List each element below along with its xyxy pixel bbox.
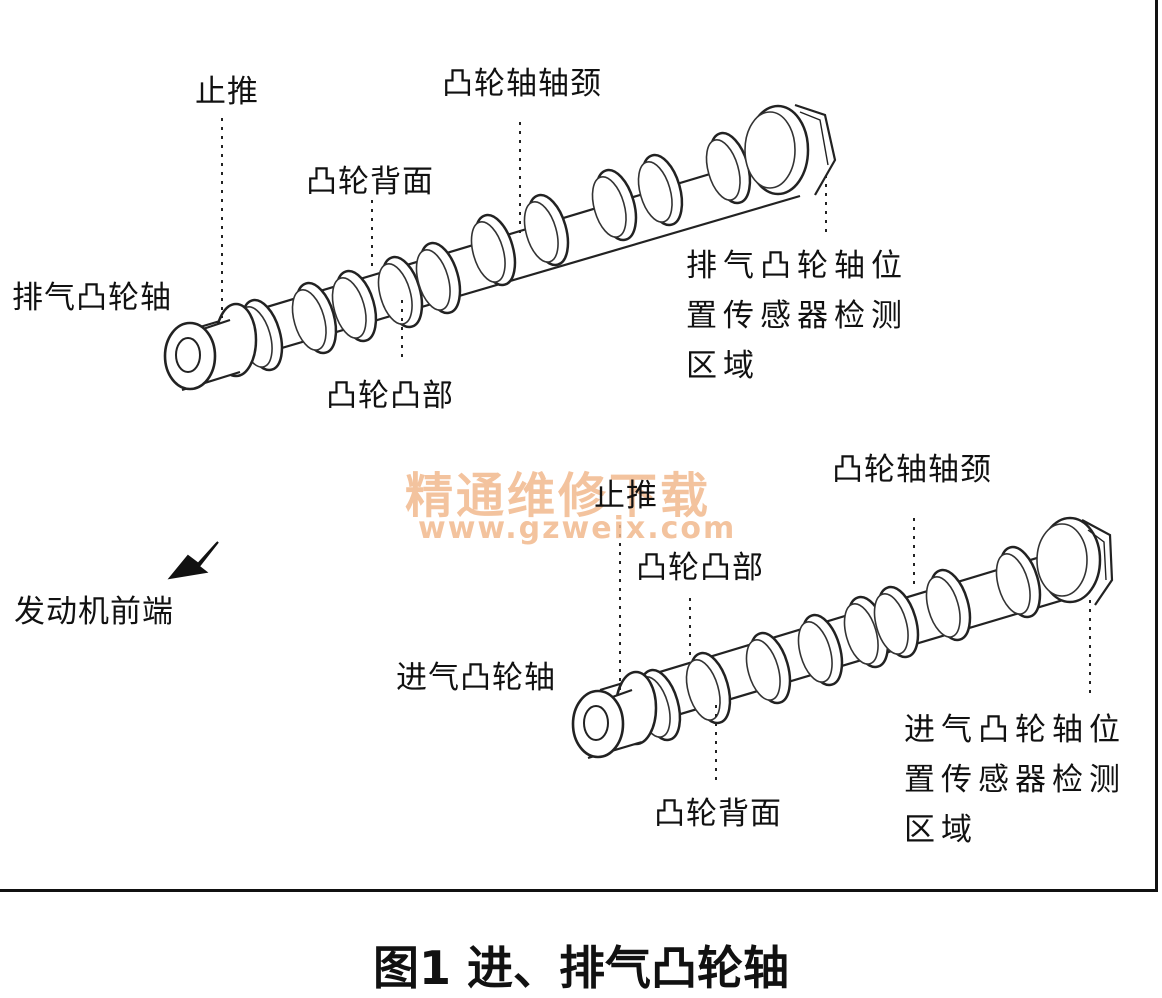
exhaust-cam-back-label: 凸轮背面: [306, 164, 434, 200]
exhaust-thrust-label: 止推: [195, 74, 259, 110]
exhaust-journal-label: 凸轮轴轴颈: [442, 66, 602, 102]
intake-journal-label: 凸轮轴轴颈: [832, 452, 992, 488]
watermark-title: 精通维修下载: [405, 468, 712, 524]
intake-sensor-area-line1: 进气凸轮轴位: [904, 712, 1126, 748]
exhaust-sensor-area-line3: 区域: [686, 348, 760, 384]
intake-thrust-label: 止推: [594, 478, 658, 514]
arrow-icon: [167, 541, 219, 580]
intake-cam-lobe-label: 凸轮凸部: [636, 550, 764, 586]
exhaust-camshaft: [163, 103, 837, 392]
figure-frame: [0, 0, 1158, 892]
intake-sensor-area-line2: 置传感器检测: [904, 762, 1126, 798]
intake-lobe: [677, 647, 739, 730]
intake-lobe: [737, 627, 799, 710]
exhaust-cam-lobe-label: 凸轮凸部: [326, 378, 454, 414]
exhaust-camshaft-label: 排气凸轮轴: [12, 280, 172, 316]
leader-lines: [221, 118, 1091, 785]
exhaust-sensor-area-line2: 置传感器检测: [686, 298, 908, 334]
figure-caption: 图1 进、排气凸轮轴: [372, 941, 790, 995]
intake-camshaft: [571, 516, 1114, 760]
intake-cam-back-label: 凸轮背面: [654, 796, 782, 832]
watermark-url: www.gzweix.com: [418, 511, 737, 546]
exhaust-lobe: [515, 189, 577, 272]
intake-sensor-area-line3: 区域: [904, 812, 978, 848]
exhaust-sensor-area-line1: 排气凸轮轴位: [686, 248, 908, 284]
engine-front-label: 发动机前端: [14, 594, 174, 630]
exhaust-lobe: [629, 149, 691, 232]
exhaust-lobe: [462, 209, 524, 292]
intake-camshaft-label: 进气凸轮轴: [396, 660, 556, 696]
exhaust-lobe: [583, 164, 645, 247]
intake-lobe: [917, 564, 979, 647]
